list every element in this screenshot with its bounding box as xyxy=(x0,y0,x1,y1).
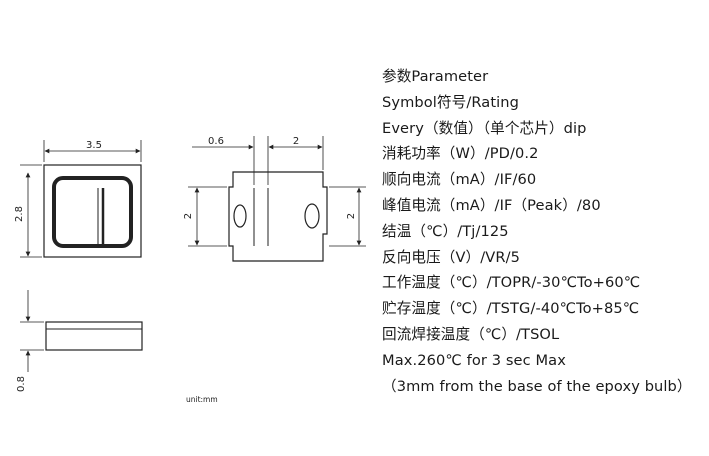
dim-side-height: 0.8 xyxy=(16,376,27,392)
package-dimension-drawing: 3.5 2.8 0.6 2 2 2 0.8 unit:mm xyxy=(14,136,366,404)
spec-line-soldering-note: （3mm from the base of the epoxy bulb） xyxy=(382,377,692,395)
bottom-pad-left xyxy=(233,204,247,228)
unit-note: unit:mm xyxy=(186,395,218,404)
dim-bottom-right-height: 2 xyxy=(346,213,357,219)
dim-bottom-left-height: 2 xyxy=(183,213,194,219)
spec-line-operating-temp: 工作温度（℃）/TOPR/-30℃To+60℃ xyxy=(382,274,641,292)
parameter-list: 参数Parameter Symbol符号/Rating Every（数值）（单个… xyxy=(382,64,702,399)
spec-line-parameter: 参数Parameter xyxy=(382,68,489,85)
bottom-view-body xyxy=(228,171,328,262)
dim-bottom-pad-width: 2 xyxy=(293,136,299,147)
top-view-lens-frame xyxy=(52,176,133,248)
top-view-body xyxy=(43,164,142,258)
bottom-view xyxy=(188,136,366,262)
dim-bottom-pad-offset: 0.6 xyxy=(208,136,224,147)
dim-top-width: 3.5 xyxy=(86,140,102,151)
dim-top-height: 2.8 xyxy=(14,206,25,222)
side-view-body xyxy=(45,321,143,351)
spec-line-forward-current: 顺向电流（mA）/IF/60 xyxy=(382,171,537,189)
spec-line-storage-temp: 贮存温度（℃）/TSTG/-40℃To+85℃ xyxy=(382,300,640,318)
spec-line-symbol: Symbol符号/Rating xyxy=(382,93,520,111)
spec-line-peak-current: 峰值电流（mA）/IF（Peak）/80 xyxy=(382,196,601,214)
spec-line-soldering-temp: 回流焊接温度（℃）/TSOL xyxy=(382,325,560,343)
top-view xyxy=(20,140,142,258)
spec-line-soldering-time: Max.260℃ for 3 sec Max xyxy=(382,351,566,369)
side-view xyxy=(20,290,143,372)
spec-line-junction-temp: 结温（℃）/Tj/125 xyxy=(382,222,509,240)
bottom-pad-right xyxy=(304,203,320,229)
spec-line-reverse-voltage: 反向电压（V）/VR/5 xyxy=(382,248,520,266)
spec-line-every: Every（数值）（单个芯片）dip xyxy=(382,119,587,137)
spec-line-power: 消耗功率（W）/PD/0.2 xyxy=(382,145,539,163)
